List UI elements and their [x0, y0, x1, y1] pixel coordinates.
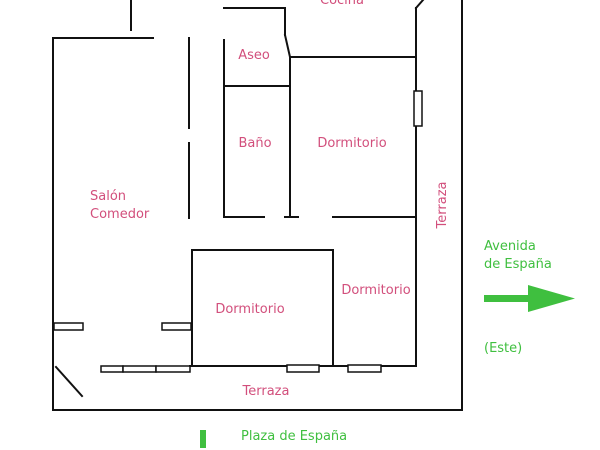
arrow-right-icon	[484, 285, 575, 312]
room-label-dormitorio-3: Dormitorio	[341, 283, 410, 298]
room-label-dormitorio-1: Dormitorio	[317, 136, 386, 151]
bar-marker-icon	[200, 430, 206, 448]
room-label-terraza-right: Terraza	[435, 182, 450, 230]
window-right	[413, 90, 423, 127]
avenida-label-line2: de España	[484, 257, 552, 272]
room-label-terraza-bottom: Terraza	[242, 384, 290, 399]
window-bottom-3	[155, 365, 191, 373]
room-label-comedor: Comedor	[90, 207, 150, 222]
outer-walls	[52, 0, 463, 411]
plaza-label: Plaza de España	[241, 429, 347, 444]
window-salon-right	[161, 322, 192, 331]
este-label: (Este)	[484, 341, 522, 356]
window-bottom-4	[286, 364, 320, 373]
window-salon-left	[53, 322, 84, 331]
room-label-dormitorio-2: Dormitorio	[215, 302, 284, 317]
room-label-cocina: Cocina	[320, 0, 364, 8]
avenida-label-line1: Avenida	[484, 239, 536, 254]
window-bottom-2	[122, 365, 157, 373]
room-label-aseo: Aseo	[238, 48, 270, 63]
window-frames	[53, 90, 423, 373]
room-label-salon: Salón	[90, 189, 126, 204]
room-label-bano: Baño	[238, 136, 271, 151]
window-bottom-5	[347, 364, 382, 373]
window-bottom-1	[100, 365, 124, 373]
